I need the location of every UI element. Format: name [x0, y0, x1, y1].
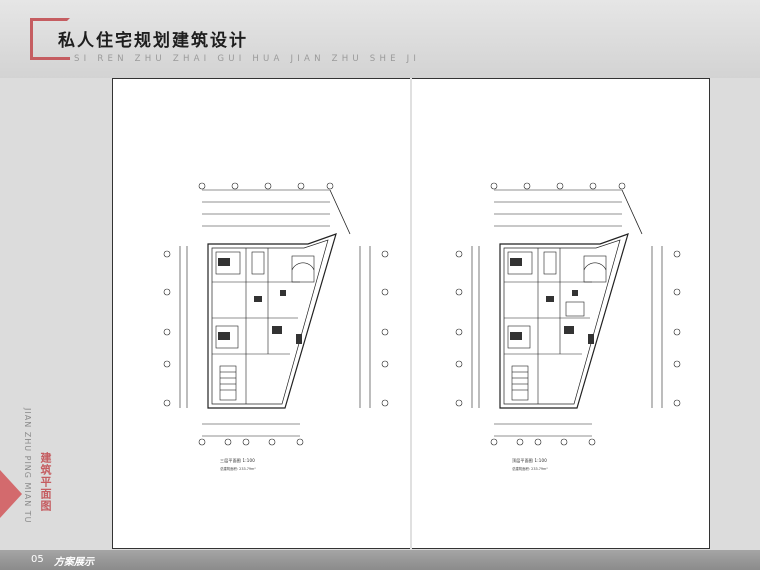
title-frame-mark [30, 18, 70, 60]
drawing-area-left: 总建筑面积: 233.79m² [220, 467, 256, 471]
header-band [0, 0, 760, 78]
sidebar-section-title: 建筑平面图 [39, 452, 52, 512]
floor-plan-third-floor: 三层平面图 1:100 总建筑面积: 233.79m² [120, 106, 410, 490]
floor-plan-top-floor: 顶层平面图 1:100 总建筑面积: 233.79m² [412, 106, 702, 490]
page-title: 私人住宅规划建筑设计 [58, 31, 248, 51]
sidebar-pinyin: JIAN ZHU PING MIAN TU [23, 408, 32, 524]
pointer-arrow-icon [0, 470, 22, 518]
footer-section-title: 方案展示 [54, 557, 94, 568]
floor-plan-drawing-right [455, 182, 681, 446]
page-subtitle: SI REN ZHU ZHAI GUI HUA JIAN ZHU SHE JI [74, 54, 421, 64]
footer-bar [0, 550, 760, 570]
footer-page-number: 05 [31, 554, 44, 565]
drawing-area-right: 总建筑面积: 233.79m² [512, 467, 548, 471]
drawing-title-left: 三层平面图 1:100 [220, 458, 255, 463]
page-spine [410, 78, 412, 549]
floor-plan-drawing-left [163, 182, 389, 446]
drawing-title-right: 顶层平面图 1:100 [512, 458, 547, 463]
